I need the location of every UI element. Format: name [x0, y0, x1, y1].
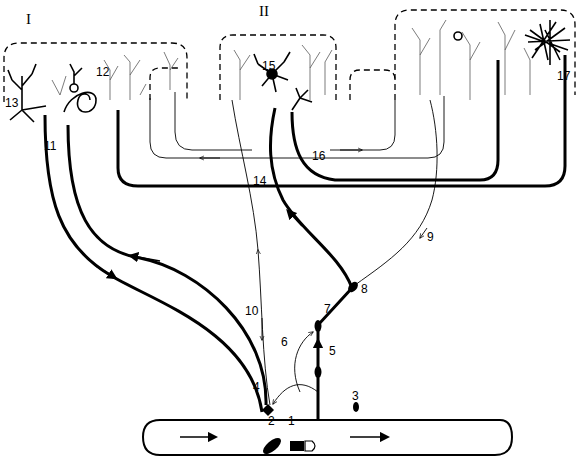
callout-number: 4 [253, 381, 260, 393]
impulse-arrow [262, 318, 263, 340]
callout-number: 14 [253, 175, 266, 187]
neurons [8, 20, 570, 122]
impulse-arrow [317, 342, 319, 363]
callout-number: 11 [44, 140, 56, 152]
fibre-node [315, 320, 322, 332]
dashed-region: I [0, 0, 195, 105]
callout-number: 3 [352, 390, 359, 402]
region-outline [350, 70, 395, 100]
thin-fibres [150, 92, 444, 405]
impulse-arrow [132, 256, 160, 261]
region-numeral: II [259, 4, 269, 19]
callout-number: 16 [312, 150, 325, 162]
callout-number: 5 [329, 345, 336, 357]
region-outline [4, 43, 187, 102]
vessel-loop [143, 420, 512, 455]
region-outline [395, 10, 575, 100]
dendrites [52, 20, 530, 100]
bullet-cell [290, 441, 304, 451]
flow-arrow [180, 436, 214, 438]
impulse-arrow [96, 266, 114, 277]
callout-number: 15 [262, 60, 275, 72]
callout-number: 6 [281, 336, 288, 348]
flow-arrow [350, 436, 386, 438]
callout-number: 9 [427, 231, 434, 243]
thick-fibres [45, 55, 565, 420]
callout-number: 10 [245, 305, 258, 317]
dashed-region: II [215, 0, 340, 105]
impulse-arrow [340, 150, 362, 151]
callout-number: 17 [557, 70, 570, 82]
callout-number: 12 [96, 66, 109, 78]
callout-number: 7 [324, 303, 331, 315]
fibre-node [353, 402, 359, 412]
region-outline [220, 35, 336, 100]
impulse-arrow [420, 228, 427, 238]
region-numeral: I [26, 12, 31, 27]
region-outline [215, 0, 340, 105]
callout-number: 1 [288, 415, 295, 427]
bullet-cell [305, 441, 315, 451]
callout-number: 8 [361, 283, 368, 295]
fibre-node [315, 366, 322, 378]
cell-body [260, 435, 283, 457]
region-outline [150, 68, 178, 100]
impulse-arrow [289, 212, 302, 226]
callout-number: 13 [5, 97, 18, 109]
callout-number: 2 [268, 415, 275, 427]
fibre-node [346, 280, 360, 294]
impulse-arrow [200, 158, 220, 159]
